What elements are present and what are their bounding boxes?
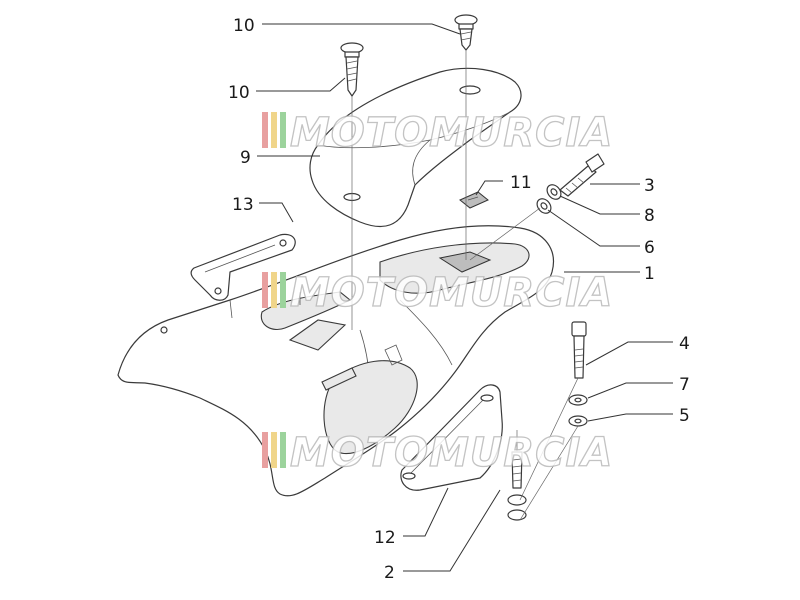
watermark-stripe-red (262, 112, 268, 148)
watermark-stripe-yellow (271, 432, 277, 468)
watermark-stripe-green (280, 272, 286, 308)
part-6-washer (536, 198, 552, 214)
watermark-2: MOTOMURCIA (262, 269, 613, 317)
leader-2 (403, 489, 501, 572)
leader-10-top (262, 23, 461, 35)
callout-9: 9 (240, 148, 251, 168)
callout-7: 7 (679, 375, 690, 395)
leader-10-left (256, 77, 346, 92)
watermark-stripe-red (262, 432, 268, 468)
part-7-washer (568, 394, 588, 406)
leader-lines (256, 23, 673, 572)
watermark-stripe-yellow (271, 112, 277, 148)
part-3-bolt (559, 153, 605, 197)
part-13-bracket (190, 233, 296, 301)
watermark-stripe-green (280, 112, 286, 148)
watermark-text: MOTOMURCIA (290, 430, 613, 476)
callout-8: 8 (644, 206, 655, 226)
leader-11 (475, 180, 503, 196)
part-10-screw-right (454, 14, 478, 51)
leader-6 (547, 209, 640, 247)
callout-12: 12 (374, 528, 396, 548)
leader-12 (403, 487, 449, 537)
leader-5 (587, 413, 673, 422)
watermark-1: MOTOMURCIA (262, 109, 613, 157)
callout-5: 5 (679, 406, 690, 426)
callout-1: 1 (644, 264, 655, 284)
part-4-bolt (571, 321, 587, 379)
part-9-rack-cover (309, 67, 522, 228)
part-11-clip-nut (459, 191, 489, 209)
leader-7 (587, 382, 673, 399)
watermark-text: MOTOMURCIA (290, 270, 613, 316)
watermark-3: MOTOMURCIA (262, 429, 613, 477)
callout-3: 3 (644, 176, 655, 196)
leader-4 (585, 341, 673, 366)
callout-11: 11 (510, 173, 532, 193)
callout-13: 13 (232, 195, 254, 215)
part-2-lower-bracket (400, 384, 503, 491)
watermark-text: MOTOMURCIA (290, 110, 613, 156)
callout-10-top: 10 (233, 16, 255, 36)
watermark-stripe-yellow (271, 272, 277, 308)
callout-2: 2 (384, 563, 395, 583)
part-10-screw-left (340, 42, 364, 97)
watermark-stripe-red (262, 272, 268, 308)
callout-10-left: 10 (228, 83, 250, 103)
callout-numbers: 10 10 9 13 11 3 8 6 1 4 7 5 12 2 (228, 16, 690, 583)
watermark-stripe-green (280, 432, 286, 468)
part-5-washer (568, 415, 588, 427)
leader-8 (559, 195, 640, 215)
assembly-axes (351, 50, 579, 521)
callout-6: 6 (644, 238, 655, 258)
callout-4: 4 (679, 334, 690, 354)
part-8-washer (546, 184, 562, 200)
leader-13 (259, 202, 294, 223)
